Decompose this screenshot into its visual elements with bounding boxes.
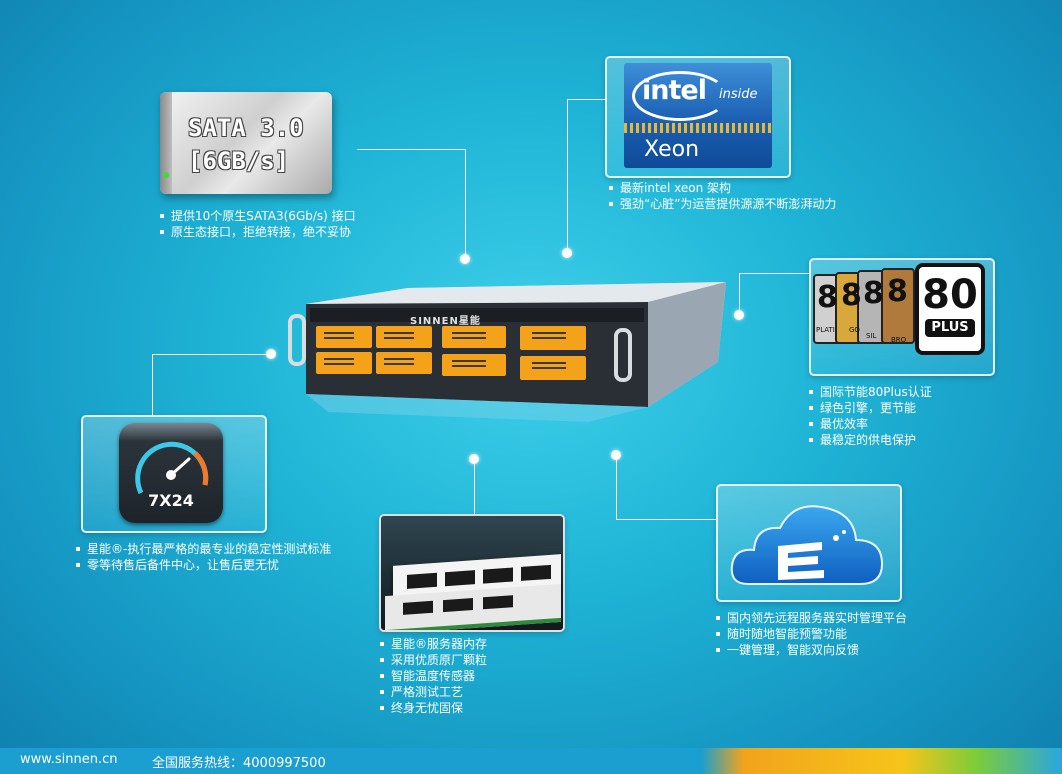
xeon-text: Xeon	[644, 137, 700, 162]
list-item: 最优效率	[809, 416, 932, 432]
cloud-frame	[716, 484, 902, 602]
sata-badge-line2: [6GB/s]	[188, 147, 290, 175]
sata-badge-line1: SATA 3.0	[188, 114, 304, 142]
80plus-number: 80	[922, 272, 978, 318]
badge-label: GO	[849, 326, 860, 334]
intel-xeon-frame: intel inside Xeon	[605, 56, 791, 178]
list-item: 零等待售后备件中心，让售后更无忧	[76, 557, 331, 573]
80plus-frame: 8 8 8 8 PLATI GO SIL BRO 80 PLUS	[809, 258, 995, 376]
gauge-label: 7X24	[148, 491, 194, 510]
connector-dot-memory	[469, 454, 479, 464]
connector-dot-sata	[460, 254, 470, 264]
footer-hotline: 全国服务热线：4000997500	[152, 756, 326, 771]
connector-80plus-v	[739, 273, 740, 315]
list-item: 国内领先远程服务器实时管理平台	[716, 610, 907, 626]
list-item: 采用优质原厂颗粒	[380, 652, 487, 668]
connector-dot-cloud	[611, 450, 621, 460]
80plus-small-badge	[881, 268, 915, 344]
speedometer-icon: 7X24	[119, 423, 223, 523]
80plus-label: PLUS	[925, 319, 975, 337]
badge-label: BRO	[891, 336, 907, 344]
list-item: 提供10个原生SATA3(6Gb/s) 接口	[160, 208, 356, 224]
sata-feature-list: 提供10个原生SATA3(6Gb/s) 接口 原生态接口，拒绝转接，绝不妥协	[160, 208, 356, 240]
list-item: 严格测试工艺	[380, 684, 487, 700]
intel-feature-list: 最新intel xeon 架构 强劲“心脏”为运营提供源源不断澎湃动力	[609, 180, 836, 212]
cloud-icon	[730, 505, 884, 585]
badge-digit: 8	[887, 274, 908, 309]
connector-memory-v	[474, 459, 475, 515]
footer-website-link[interactable]: www.sinnen.cn	[20, 752, 118, 767]
list-item: 最稳定的供电保护	[809, 432, 932, 448]
badge-label: SIL	[866, 332, 877, 340]
list-item: 一键管理，智能双向反馈	[716, 642, 907, 658]
badge-digit: 8	[863, 276, 884, 311]
connector-sata-h	[357, 149, 466, 150]
list-item: 国际节能80Plus认证	[809, 384, 932, 400]
sata-drive-image: SATA 3.0 [6GB/s]	[160, 92, 332, 194]
connector-intel-h	[567, 99, 605, 100]
badge-label: PLATI	[816, 326, 835, 334]
intel-inside-text: inside	[719, 87, 758, 102]
testing-feature-list: 星能®-执行最严格的最专业的稳定性测试标准 零等待售后备件中心，让售后更无忧	[76, 541, 331, 573]
list-item: 随时随地智能预警功能	[716, 626, 907, 642]
gauge-frame: 7X24	[81, 415, 267, 533]
connector-test-h	[152, 354, 270, 355]
memory-frame	[379, 514, 565, 632]
gauge-dial-svg	[135, 441, 209, 495]
chip-circuit	[624, 123, 772, 133]
intel-xeon-logo: intel inside Xeon	[624, 63, 772, 168]
connector-dot-80plus	[734, 310, 744, 320]
connector-intel-v	[567, 99, 568, 253]
badge-digit: 8	[817, 280, 838, 315]
80plus-main-badge: 80 PLUS	[915, 263, 985, 355]
badge-digit: 8	[841, 278, 862, 313]
server-brand: SINNEN星能	[410, 316, 481, 327]
list-item: 星能®服务器内存	[380, 636, 487, 652]
cloud-feature-list: 国内领先远程服务器实时管理平台 随时随地智能预警功能 一键管理，智能双向反馈	[716, 610, 907, 658]
list-item: 绿色引擎，更节能	[809, 400, 932, 416]
list-item: 原生态接口，拒绝转接，绝不妥协	[160, 224, 356, 240]
connector-test-v	[152, 354, 153, 416]
list-item: 智能温度传感器	[380, 668, 487, 684]
list-item: 星能®-执行最严格的最专业的稳定性测试标准	[76, 541, 331, 557]
connector-80plus-h	[739, 273, 809, 274]
intel-logo-text: intel	[642, 75, 707, 106]
connector-sata-v	[465, 149, 466, 259]
server-chassis-image: SINNEN星能	[288, 282, 728, 422]
footer-bar: www.sinnen.cn 全国服务热线：4000997500	[0, 748, 1062, 774]
connector-dot-test	[266, 349, 276, 359]
list-item: 终身无忧固保	[380, 700, 487, 716]
connector-cloud-h	[616, 519, 716, 520]
list-item: 最新intel xeon 架构	[609, 180, 836, 196]
connector-dot-intel	[562, 248, 572, 258]
memory-feature-list: 星能®服务器内存 采用优质原厂颗粒 智能温度传感器 严格测试工艺 终身无忧固保	[380, 636, 487, 716]
connector-cloud-v	[616, 455, 617, 520]
80plus-feature-list: 国际节能80Plus认证 绿色引擎，更节能 最优效率 最稳定的供电保护	[809, 384, 932, 448]
list-item: 强劲“心脏”为运营提供源源不断澎湃动力	[609, 196, 836, 212]
server-chassis-svg	[288, 282, 726, 422]
